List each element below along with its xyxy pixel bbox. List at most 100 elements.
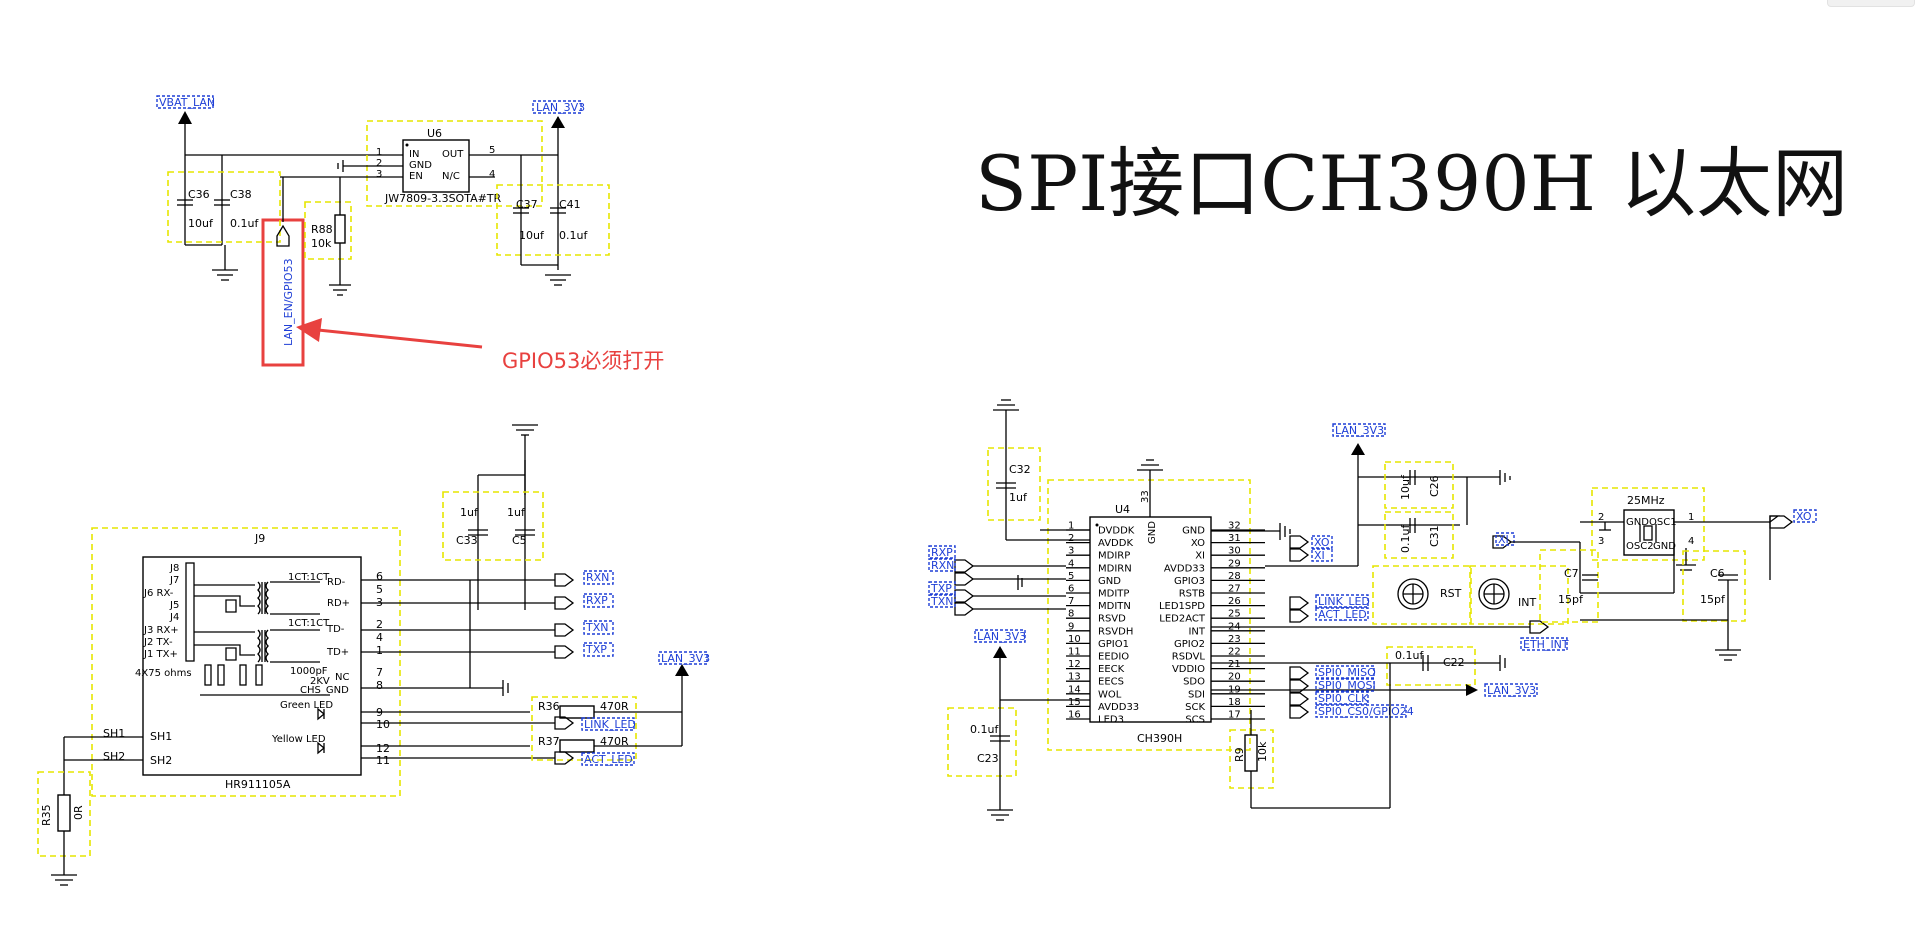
ch390-gnd-pin: GND	[1147, 521, 1158, 544]
part-u6: JW7809-3.3SOTA#TR	[384, 192, 502, 205]
ch390-left-pin-number: 14	[1068, 684, 1081, 695]
ch390-right-pin-number: 32	[1228, 521, 1241, 532]
jack-num-5: 5	[376, 583, 383, 596]
crystal-body	[1623, 509, 1675, 556]
val-c41: 0.1uf	[559, 229, 588, 242]
net-lan-3v3-top: LAN_3V3	[1335, 424, 1384, 437]
net-txn-ch390: TXN	[930, 595, 953, 608]
jack-num-12: 12	[376, 742, 390, 755]
crystal-pin-1: 1	[1688, 512, 1694, 523]
ch390-right-pin-name: INT	[1188, 626, 1205, 637]
net-spi0-mosi: SPI0_MOSI	[1318, 679, 1376, 692]
ch390-left-pin-name: EEDIO	[1098, 652, 1129, 663]
ch390-right-pin-name: GND	[1182, 526, 1205, 537]
jack-pin-j8: J8	[169, 563, 179, 574]
net-lan-3v3-avdd: LAN_3V3	[977, 630, 1026, 643]
u6-name-in: IN	[409, 149, 419, 160]
ch390-left-pin-number: 1	[1068, 521, 1074, 532]
jack-num-2: 2	[376, 618, 383, 631]
ch390-left-pin-number: 5	[1068, 571, 1074, 582]
jack-green-led: Green LED	[280, 700, 333, 711]
ch390-left-pin-name: AVDDK	[1098, 538, 1133, 549]
jack-pin-j4: J4	[169, 612, 179, 623]
ch390-right-pin-number: 20	[1228, 672, 1241, 683]
jack-pin-j3: J3 RX+	[143, 625, 179, 636]
net-xi-crystal: XI	[1498, 533, 1509, 546]
ch390-left-pin-name: LED3	[1098, 715, 1124, 726]
net-txp-jack: TXP	[585, 643, 607, 656]
jack-pin-j2: J2 TX-	[143, 637, 173, 648]
ref-c37: C37	[516, 198, 538, 211]
val-c36: 10uf	[188, 217, 214, 230]
net-rxn-ch390: RXN	[931, 559, 954, 572]
jack-num-11: 11	[376, 754, 390, 767]
ch390-left-pin-name: DVDDK	[1098, 526, 1135, 537]
u6-pin-left-1: 1	[376, 147, 382, 158]
ch390-left-pin-number: 3	[1068, 546, 1074, 557]
net-vbat-lan: VBAT_LAN	[159, 96, 215, 109]
u6-name-en: EN	[409, 171, 423, 182]
jack-num-10: 10	[376, 718, 390, 731]
val-c7: 15pf	[1558, 593, 1584, 606]
rst-button-label: RST	[1440, 587, 1462, 600]
net-rxp-ch390: RXP	[931, 546, 953, 559]
ch390-left-pin-number: 9	[1068, 621, 1074, 632]
ch390-right-pin-number: 26	[1228, 596, 1241, 607]
part-ch390h: CH390H	[1137, 732, 1182, 745]
net-link-led-ch390: LINK_LED	[1318, 595, 1370, 608]
ref-c33: C33	[456, 534, 478, 547]
ch390-right-pin-number: 17	[1228, 710, 1241, 721]
jack-sh1: SH1	[103, 727, 125, 740]
int-button-label: INT	[1518, 596, 1536, 609]
u6-pin-right-4: 4	[489, 169, 495, 180]
ch390-right-pin-name: GPIO2	[1174, 639, 1205, 650]
ch390-left-pin-name: RSVDH	[1098, 626, 1133, 637]
ch390-left-pin-name: MDITN	[1098, 601, 1131, 612]
val-r36: 470R	[600, 700, 629, 713]
ch390-right-pin-number: 23	[1228, 634, 1241, 645]
jack-body	[142, 556, 362, 776]
net-rxn-jack: RXN	[586, 571, 609, 584]
crystal-pin-3: 3	[1598, 536, 1604, 547]
ch390-left-pin-number: 13	[1068, 672, 1081, 683]
jack-name-rd-minus: RD-	[327, 577, 346, 588]
jack-num-4: 4	[376, 631, 383, 644]
xfmr-label-tx: 1CT:1CT	[288, 618, 330, 629]
ref-u4: U4	[1115, 503, 1130, 516]
ch390-right-pin-name: VDDIO	[1172, 664, 1205, 675]
ch390-right-pin-number: 18	[1228, 697, 1241, 708]
scrollbar-handle[interactable]	[1827, 0, 1915, 7]
ref-r35: R35	[40, 804, 53, 826]
ch390-right-pin-number: 29	[1228, 558, 1241, 569]
net-xo-crystal: XO	[1796, 510, 1812, 523]
ref-c36: C36	[188, 188, 210, 201]
val-r35: 0R	[72, 805, 85, 820]
net-spi0-clk: SPI0_CLK	[1318, 692, 1369, 705]
net-act-led-ch390: ACT_LED	[1318, 608, 1367, 621]
ch390-right-pin-number: 31	[1228, 533, 1241, 544]
ref-c41: C41	[559, 198, 581, 211]
ch390-right-pin-number: 27	[1228, 584, 1241, 595]
net-spi0-cs0: SPI0_CS0/GPIO24	[1318, 705, 1414, 718]
ldo-section: VBAT_LAN C36 10uf C38 0.1uf U6 JW7809-3.…	[156, 95, 610, 346]
val-r88: 10k	[311, 237, 332, 250]
jack-num-8: 8	[376, 679, 383, 692]
ch390-left-pin-number: 7	[1068, 596, 1074, 607]
jack-name-td-plus: TD+	[326, 647, 349, 658]
ch390-right-pin-number: 28	[1228, 571, 1241, 582]
val-c38: 0.1uf	[230, 217, 259, 230]
ch390-left-pin-name: MDITP	[1098, 589, 1129, 600]
u6-name-nc: N/C	[442, 171, 460, 182]
net-rxp-jack: RXP	[586, 594, 608, 607]
ch390-left-pin-name: GND	[1098, 576, 1121, 587]
net-xo-ch390: XO	[1314, 536, 1330, 549]
ch390-right-pin-number: 21	[1228, 659, 1241, 670]
ch390-left-pin-number: 10	[1068, 634, 1081, 645]
ch390-left-pin-number: 16	[1068, 710, 1081, 721]
ch390-left-pin-number: 12	[1068, 659, 1081, 670]
val-c5: 1uf	[507, 506, 526, 519]
jack-name-td-minus: TD-	[326, 624, 345, 635]
ch390-left-pin-name: AVDD33	[1098, 702, 1139, 713]
